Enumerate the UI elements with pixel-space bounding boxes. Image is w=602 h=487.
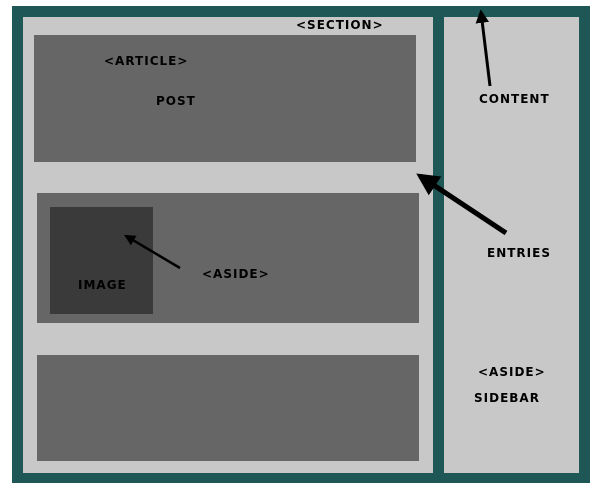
article-post-block	[34, 35, 416, 162]
article-label: <ARTICLE>	[104, 54, 189, 68]
image-label: IMAGE	[78, 278, 127, 292]
aside-sidebar-label: <ASIDE>	[478, 365, 546, 379]
third-entry-block	[37, 355, 419, 461]
post-label: POST	[156, 94, 196, 108]
aside-inner-label: <ASIDE>	[202, 267, 270, 281]
image-box	[50, 207, 153, 314]
content-label: CONTENT	[479, 92, 550, 106]
section-label: <SECTION>	[296, 18, 384, 32]
sidebar-label: SIDEBAR	[474, 391, 540, 405]
sidebar-panel	[444, 17, 579, 473]
entries-label: ENTRIES	[487, 246, 551, 260]
